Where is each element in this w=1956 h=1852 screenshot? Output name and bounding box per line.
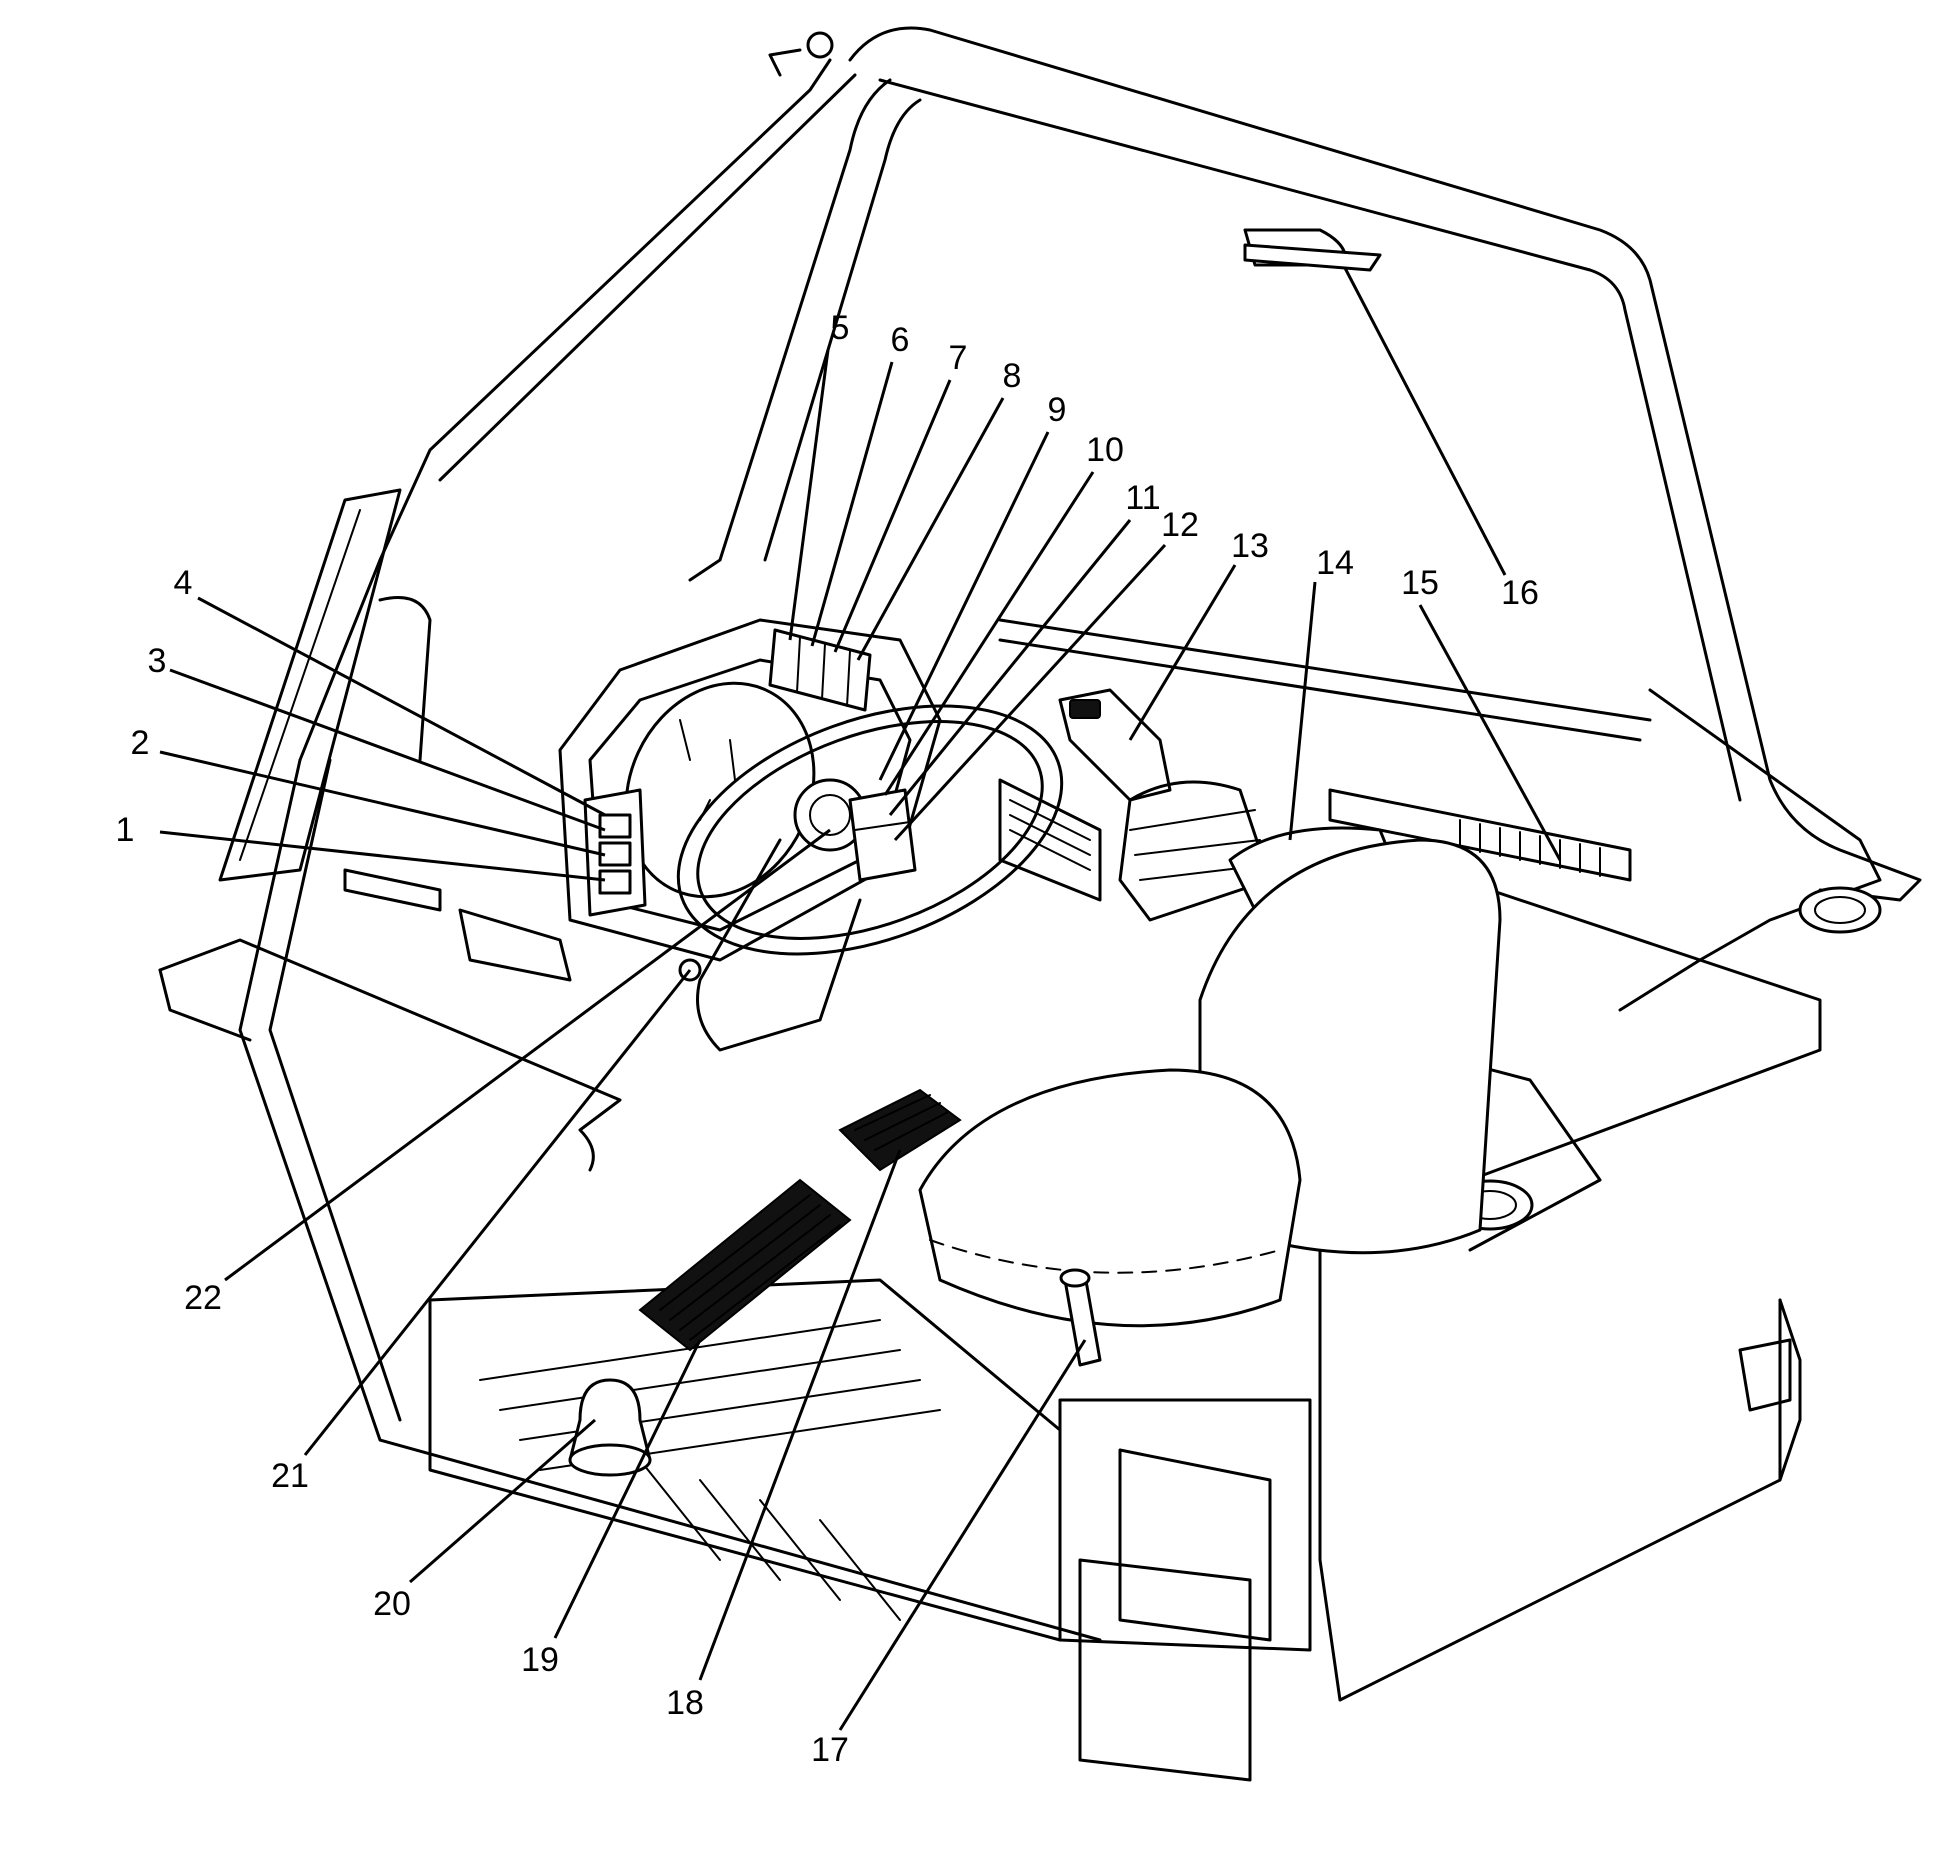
callout-8: 8 bbox=[1003, 357, 1022, 395]
leader-line-22 bbox=[224, 828, 831, 1282]
seat-and-console bbox=[918, 688, 1502, 1782]
leader-line-6 bbox=[810, 361, 894, 647]
callout-12: 12 bbox=[1161, 506, 1199, 544]
leader-line-16 bbox=[1343, 267, 1507, 576]
callout-17: 17 bbox=[811, 1731, 849, 1769]
leader-line-13 bbox=[1128, 564, 1237, 741]
callout-labels: 1 2 3 4 5 6 7 8 9 10 11 12 13 14 15 16 1… bbox=[116, 309, 1539, 1769]
leader-line-21 bbox=[303, 969, 692, 1456]
callout-4: 4 bbox=[174, 564, 193, 602]
callout-5: 5 bbox=[831, 309, 850, 347]
leader-line-2 bbox=[159, 750, 606, 857]
callout-3: 3 bbox=[148, 642, 167, 680]
callout-14: 14 bbox=[1316, 544, 1354, 582]
leader-line-12 bbox=[893, 543, 1167, 842]
leader-line-9 bbox=[878, 431, 1050, 781]
callout-1: 1 bbox=[116, 811, 135, 849]
callout-2: 2 bbox=[131, 724, 150, 762]
callout-15: 15 bbox=[1401, 564, 1439, 602]
leader-line-14 bbox=[1288, 581, 1317, 841]
callout-13: 13 bbox=[1231, 527, 1269, 565]
leader-line-20 bbox=[409, 1418, 596, 1584]
leader-lines bbox=[159, 267, 1562, 1731]
callout-16: 16 bbox=[1501, 574, 1539, 612]
callout-18: 18 bbox=[666, 1684, 704, 1722]
callout-11: 11 bbox=[1125, 479, 1160, 517]
callout-20: 20 bbox=[373, 1585, 411, 1623]
dashboard bbox=[343, 618, 1102, 1052]
leader-line-10 bbox=[883, 471, 1095, 796]
callout-19: 19 bbox=[521, 1641, 559, 1679]
leader-line-19 bbox=[553, 1339, 702, 1639]
callout-9: 9 bbox=[1048, 391, 1067, 429]
callout-21: 21 bbox=[271, 1457, 309, 1495]
cab-frame bbox=[158, 26, 1922, 1702]
leader-line-8 bbox=[856, 397, 1005, 661]
callout-7: 7 bbox=[949, 339, 968, 377]
callout-6: 6 bbox=[891, 321, 910, 359]
leader-line-17 bbox=[838, 1339, 1087, 1731]
leader-line-7 bbox=[833, 379, 952, 653]
leader-line-5 bbox=[788, 349, 830, 641]
leader-line-18 bbox=[698, 1149, 902, 1681]
callout-22: 22 bbox=[184, 1279, 222, 1317]
callout-10: 10 bbox=[1086, 431, 1124, 469]
leader-line-11 bbox=[888, 519, 1132, 816]
leader-line-15 bbox=[1418, 604, 1562, 861]
leader-line-1 bbox=[159, 830, 606, 882]
floor-and-pedals bbox=[428, 958, 1062, 1642]
leader-line-4 bbox=[197, 596, 606, 817]
leader-line-3 bbox=[169, 668, 606, 832]
